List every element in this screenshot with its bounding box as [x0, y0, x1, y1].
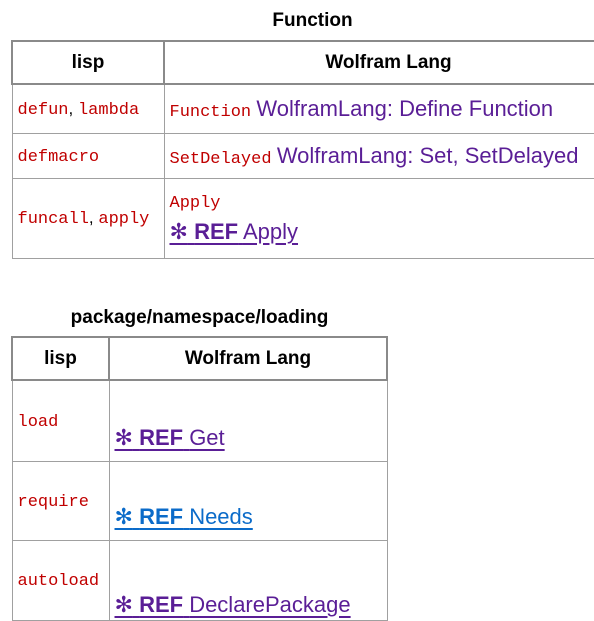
package-table: lisp Wolfram Lang load ✻ REF Get require…	[11, 336, 388, 621]
ref-label: REF	[139, 591, 184, 617]
asterisk-icon: ✻	[114, 503, 133, 529]
ref-target: Get	[189, 424, 225, 450]
lisp-cell: load	[11, 379, 110, 462]
ref-link-apply[interactable]: ✻ REF Apply	[170, 219, 299, 244]
table-row: autoload ✻ REF DeclarePackage	[11, 539, 388, 621]
code-setdelayed: SetDelayed	[169, 149, 272, 169]
code-lambda: lambda	[77, 100, 140, 120]
ref-target: Apply	[242, 219, 299, 244]
lisp-cell: defun, lambda	[11, 83, 165, 134]
lisp-cell: require	[11, 460, 110, 541]
link-define-function[interactable]: WolframLang: Define Function	[256, 95, 554, 121]
code-autoload: autoload	[17, 572, 100, 591]
code-defun: defun	[17, 100, 69, 120]
link-set-setdelayed[interactable]: WolframLang: Set, SetDelayed	[276, 142, 579, 168]
separator: ,	[88, 208, 99, 227]
asterisk-icon: ✻	[114, 424, 133, 450]
code-apply: apply	[98, 210, 150, 229]
table-row: require ✻ REF Needs	[11, 460, 388, 541]
table-row: funcall, apply Apply ✻ REF Apply	[11, 177, 594, 259]
asterisk-icon: ✻	[169, 219, 188, 244]
lisp-cell: autoload	[11, 539, 110, 621]
lisp-cell: funcall, apply	[11, 177, 165, 259]
table-caption-package: package/namespace/loading	[70, 307, 329, 328]
separator: ,	[68, 98, 78, 118]
table-row: load ✻ REF Get	[11, 379, 388, 462]
wolfram-cell: ✻ REF DeclarePackage	[108, 539, 388, 621]
function-table: lisp Wolfram Lang defun, lambda Function…	[11, 40, 594, 259]
ref-target: Needs	[189, 503, 253, 529]
column-header-wolfram-lang: Wolfram Lang	[108, 336, 388, 381]
code-load: load	[17, 412, 59, 432]
ref-label: REF	[139, 424, 184, 450]
code-defmacro: defmacro	[17, 147, 100, 167]
code-require: require	[17, 492, 89, 512]
code-funcall: funcall	[17, 210, 89, 229]
column-header-wolfram-lang: Wolfram Lang	[163, 40, 594, 85]
table-caption-function: Function	[272, 10, 353, 31]
ref-link-needs[interactable]: ✻ REF Needs	[115, 504, 253, 529]
lisp-cell: defmacro	[11, 132, 165, 179]
table-row: defun, lambda Function WolframLang: Defi…	[11, 83, 594, 134]
asterisk-icon: ✻	[114, 591, 133, 617]
ref-link-declarepackage[interactable]: ✻ REF DeclarePackage	[115, 592, 351, 617]
ref-link-get[interactable]: ✻ REF Get	[115, 425, 225, 450]
wolfram-cell: ✻ REF Get	[108, 379, 388, 462]
ref-label: REF	[139, 503, 184, 529]
wolfram-cell: Apply ✻ REF Apply	[163, 177, 594, 259]
ref-label: REF	[194, 219, 239, 244]
column-header-lisp: lisp	[11, 40, 165, 85]
table-row: defmacro SetDelayed WolframLang: Set, Se…	[11, 132, 594, 179]
wolfram-cell: SetDelayed WolframLang: Set, SetDelayed	[163, 132, 594, 179]
code-apply-wl: Apply	[169, 194, 221, 213]
ref-target: DeclarePackage	[189, 591, 351, 617]
column-header-lisp: lisp	[11, 336, 110, 381]
wolfram-cell: Function WolframLang: Define Function	[163, 83, 594, 134]
code-function: Function	[169, 102, 252, 122]
wolfram-cell: ✻ REF Needs	[108, 460, 388, 541]
